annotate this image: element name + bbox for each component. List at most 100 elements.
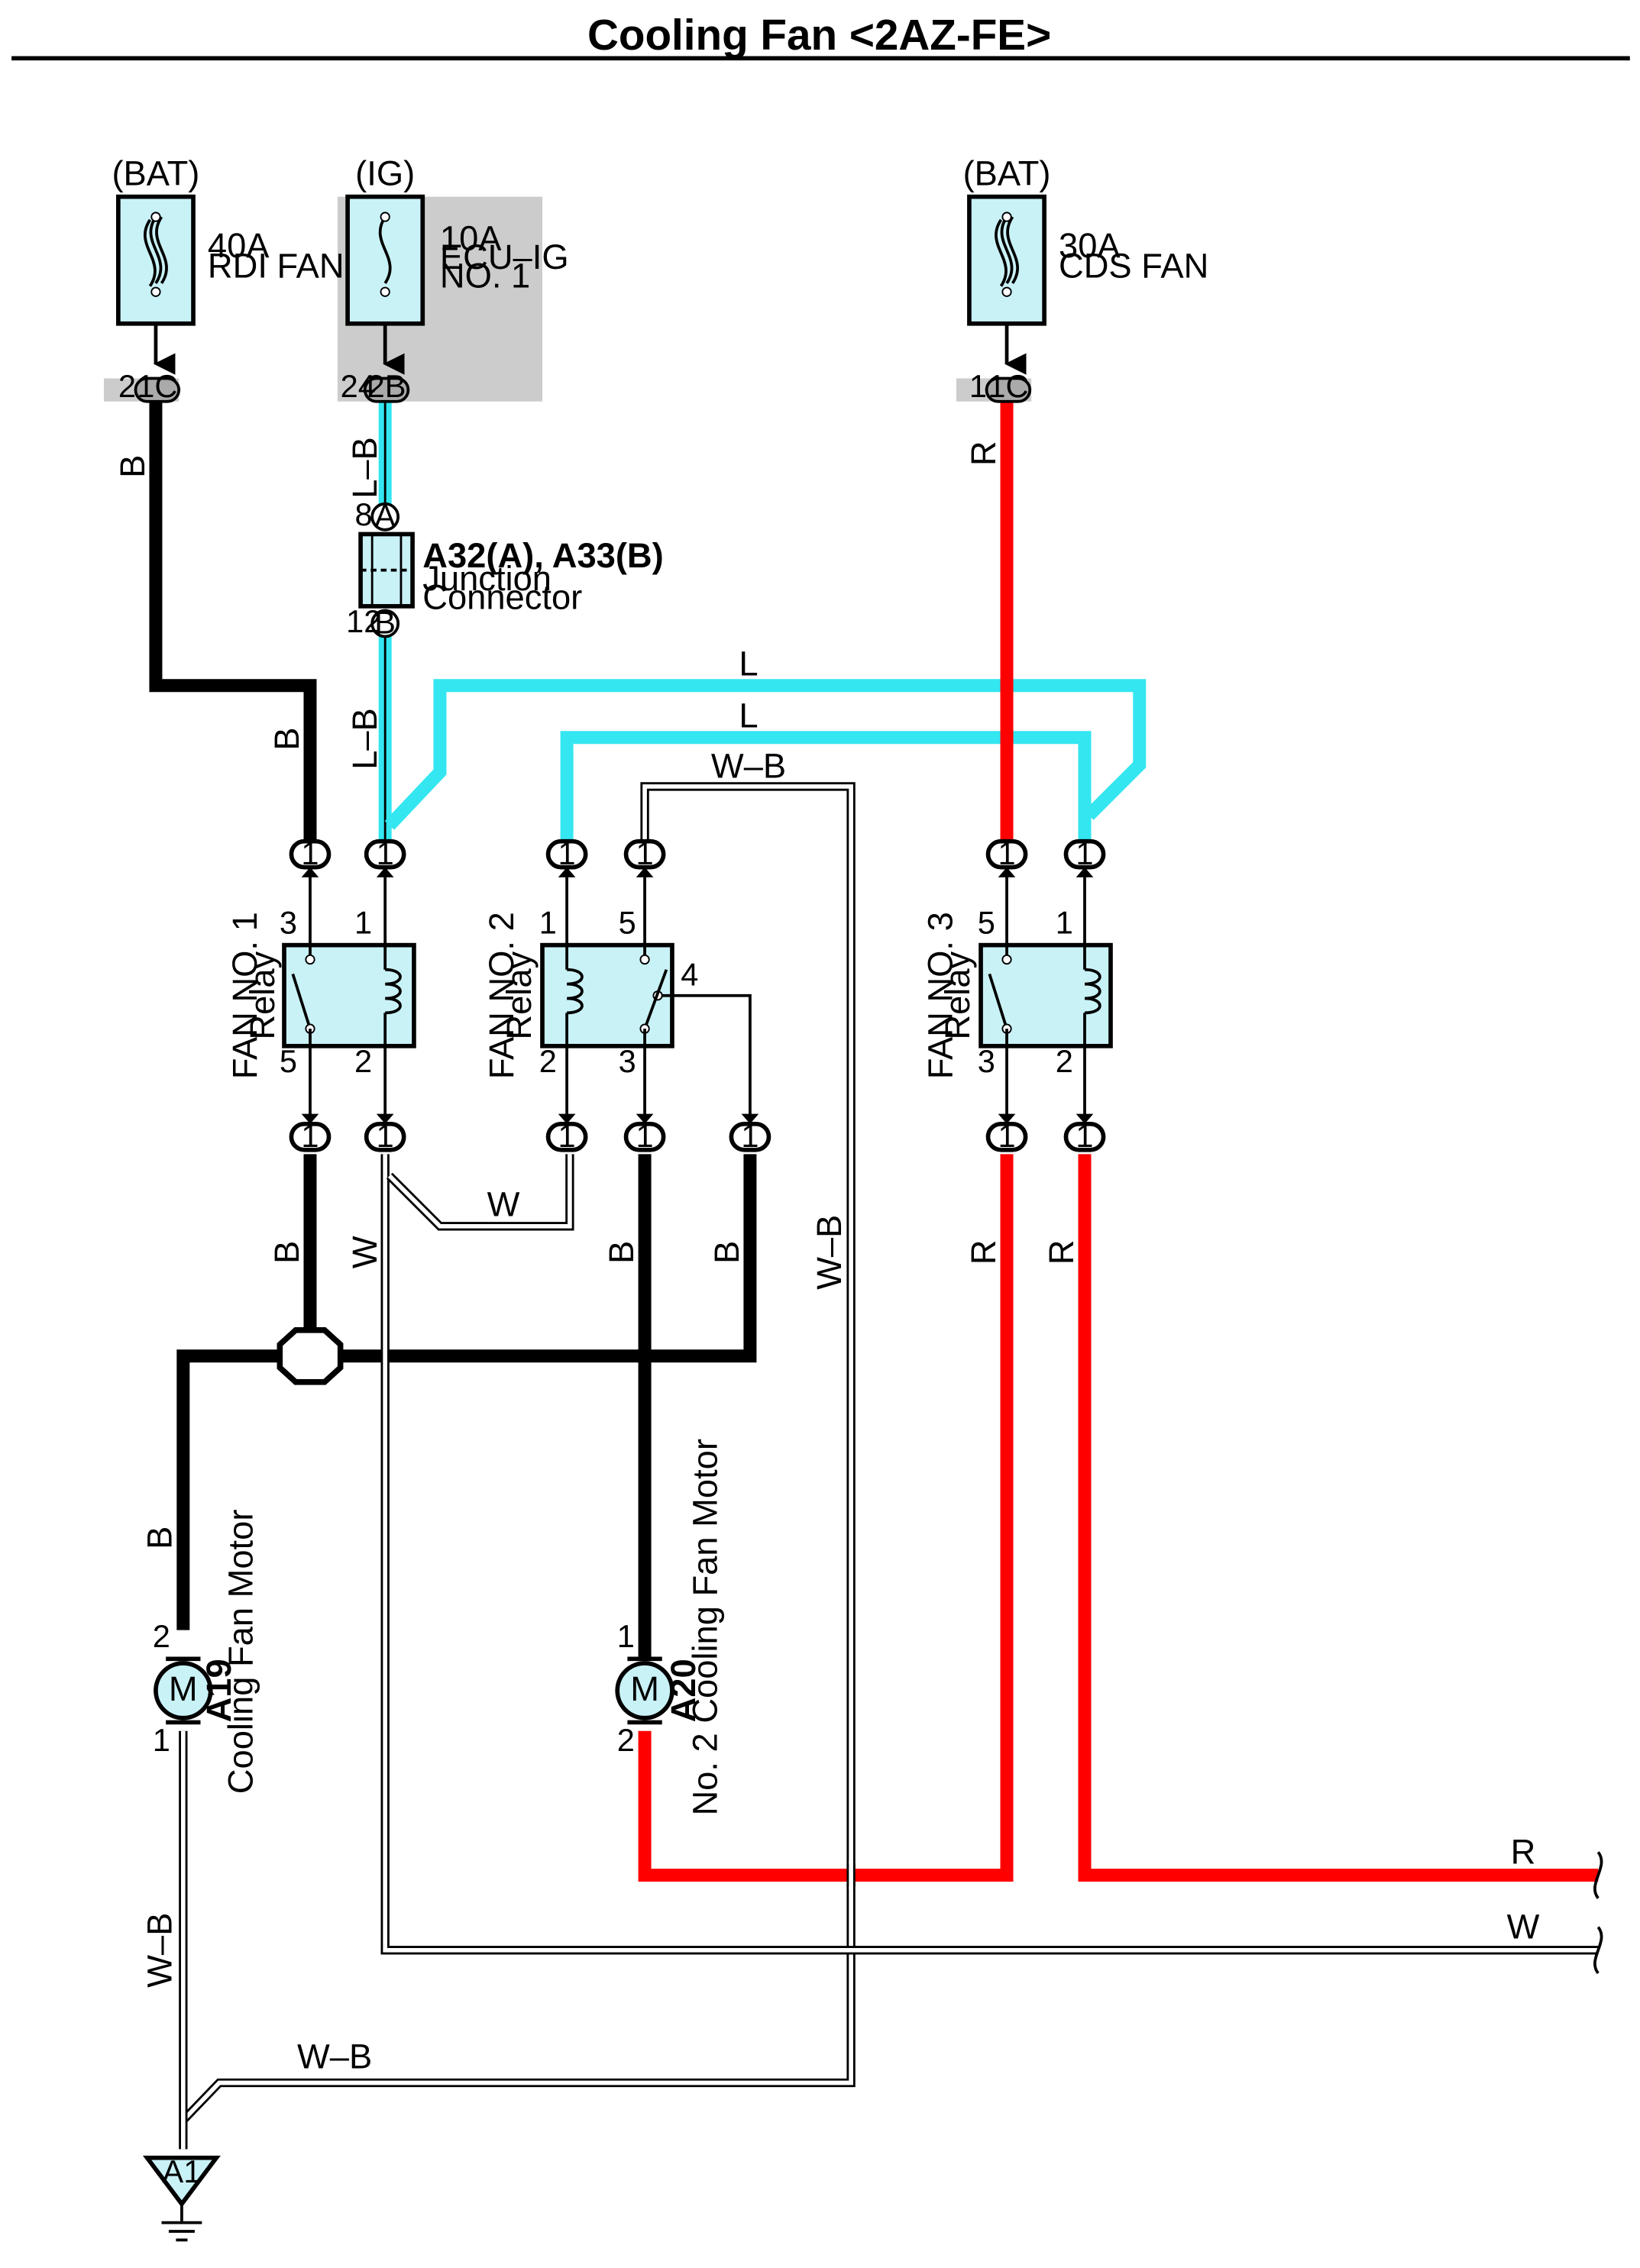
connector-pin-top-5: 1	[1063, 835, 1106, 877]
fan2-sub: Relay	[500, 951, 539, 1039]
relay-fan-no2	[540, 865, 752, 1119]
connector-pin-bottom-5: 1	[985, 1113, 1028, 1154]
label-w-3: W	[1507, 1908, 1540, 1947]
ground-a1	[142, 2155, 221, 2242]
label-b-5: B	[707, 1241, 746, 1264]
motor-a20-symbol: M	[630, 1669, 659, 1708]
label-r-3: R	[1042, 1239, 1081, 1265]
relay-fan-no3	[979, 865, 1113, 1119]
label-b-4: B	[602, 1241, 641, 1264]
conn-ecu-2b	[363, 376, 410, 403]
conn-ecu-code: 2B	[367, 368, 406, 404]
fuse-ecu-source: (IG)	[355, 153, 415, 192]
label-wb-3: W–B	[141, 1913, 180, 1988]
connector-pin-label: 1	[377, 835, 394, 871]
fuse-rdi-source: (BAT)	[112, 153, 199, 192]
fan2-pin-bot-r: 3	[619, 1043, 636, 1079]
motor-a19-pin-bot: 1	[153, 1722, 170, 1758]
conn-rdi-pin: 2	[118, 368, 136, 404]
connector-pin-label: 1	[1076, 1118, 1093, 1154]
connector-pin-label: 1	[998, 835, 1015, 871]
fan3-pin-bot-l: 3	[978, 1043, 995, 1079]
connector-pin-bottom-1: 1	[364, 1113, 406, 1154]
conn-rdi-code: 1C	[137, 368, 177, 404]
connector-pin-label: 1	[301, 1118, 319, 1154]
label-l-2: L	[739, 696, 758, 735]
junction-pin-a: 8	[355, 496, 373, 532]
motor-a19	[154, 1656, 213, 1725]
motor-a19-name: Cooling Fan Motor	[221, 1510, 260, 1795]
motor-a20	[615, 1656, 674, 1725]
junction-letter-b: B	[374, 605, 396, 641]
connector-pin-label: 1	[558, 1118, 576, 1154]
label-r-4: R	[1511, 1832, 1536, 1871]
label-b-6: B	[141, 1527, 180, 1549]
motor-a20-code: A20	[664, 1659, 703, 1722]
label-r-2: R	[964, 1239, 1003, 1265]
ground-code: A1	[163, 2153, 202, 2189]
conn-cds-pin: 1	[969, 368, 987, 404]
junction-title: A32(A), A33(B)	[422, 536, 663, 575]
connector-pin-label: 1	[998, 1118, 1015, 1154]
fuse-cds-amp: 30A	[1059, 226, 1121, 265]
fan3-pin-bot-r: 2	[1056, 1043, 1073, 1079]
connector-pin-label: 1	[1076, 835, 1093, 871]
connector-pin-label: 1	[301, 835, 319, 871]
wire-break-w	[1593, 1926, 1603, 1975]
junction-connector	[358, 502, 415, 638]
fan3-sub: Relay	[938, 951, 977, 1039]
conn-rdi-1c	[134, 376, 181, 403]
fan2-pin-top-r: 5	[619, 905, 636, 941]
fuse-ecu-amp: 10A	[440, 218, 502, 257]
page-title: Cooling Fan <2AZ-FE>	[587, 11, 1051, 60]
label-lb-1: L–B	[345, 437, 384, 499]
fan3-pin-top-r: 1	[1056, 905, 1073, 941]
fuse-rdi-name: RDI FAN	[208, 246, 344, 285]
wire-break-r	[1593, 1851, 1603, 1899]
wire-r-motor2	[638, 1154, 1014, 1882]
wire-r-out	[1078, 1154, 1599, 1882]
connector-pin-label: 1	[636, 1118, 654, 1154]
wire-l-upper	[384, 679, 1147, 830]
fan3-name: FAN NO. 3	[920, 912, 959, 1079]
label-wb-2: W–B	[810, 1215, 849, 1290]
fan2-name: FAN NO. 2	[482, 912, 521, 1079]
fan1-pin-bot-r: 2	[354, 1043, 372, 1079]
conn-cds-code: 1C	[988, 368, 1028, 404]
motor-a19-symbol: M	[169, 1669, 198, 1708]
motor-a19-code: A19	[199, 1659, 238, 1722]
splice-point	[277, 1327, 344, 1385]
connector-pin-top-2: 1	[545, 835, 588, 877]
label-r-1: R	[964, 441, 1003, 466]
connector-pin-bottom-6: 1	[1063, 1113, 1106, 1154]
wire-b-bus	[176, 1154, 757, 1630]
connector-pin-label: 1	[741, 1118, 759, 1154]
connector-pin-top-3: 1	[623, 835, 666, 877]
wire-w-main	[380, 1154, 1599, 1955]
relay-fan-no1	[282, 865, 416, 1119]
connector-pin-bottom-3: 1	[623, 1113, 666, 1154]
fuse-ecu-name2: NO. 1	[440, 257, 530, 296]
connector-pin-label: 1	[377, 1118, 394, 1154]
fan2-pin-top-l: 1	[539, 905, 557, 941]
motor-a20-pin-top: 1	[617, 1618, 635, 1654]
motor-a20-name: No. 2 Cooling Fan Motor	[685, 1439, 724, 1815]
fan3-pin-top-l: 5	[978, 905, 995, 941]
fan2-pin-bot-l: 2	[539, 1043, 557, 1079]
fan1-pin-bot-l: 5	[280, 1043, 297, 1079]
label-w-1: W	[487, 1185, 520, 1224]
fan1-name: FAN NO. 1	[225, 912, 264, 1079]
fan2-pin-side: 4	[681, 957, 698, 993]
fuse-rdi-amp: 40A	[208, 226, 270, 265]
fan1-pin-top-l: 3	[280, 905, 297, 941]
label-b-3: B	[267, 1241, 306, 1264]
label-b-1: B	[113, 455, 152, 478]
label-l-1: L	[739, 645, 758, 683]
label-w-2: W	[345, 1236, 384, 1268]
wire-l-lower	[560, 731, 1092, 845]
fan1-pin-top-r: 1	[354, 905, 372, 941]
fuse-cds-fan	[967, 194, 1046, 375]
wire-w-fan2	[386, 1154, 574, 1231]
wire-b-rdi	[149, 401, 317, 845]
connector-pin-bottom-2: 1	[545, 1113, 588, 1154]
